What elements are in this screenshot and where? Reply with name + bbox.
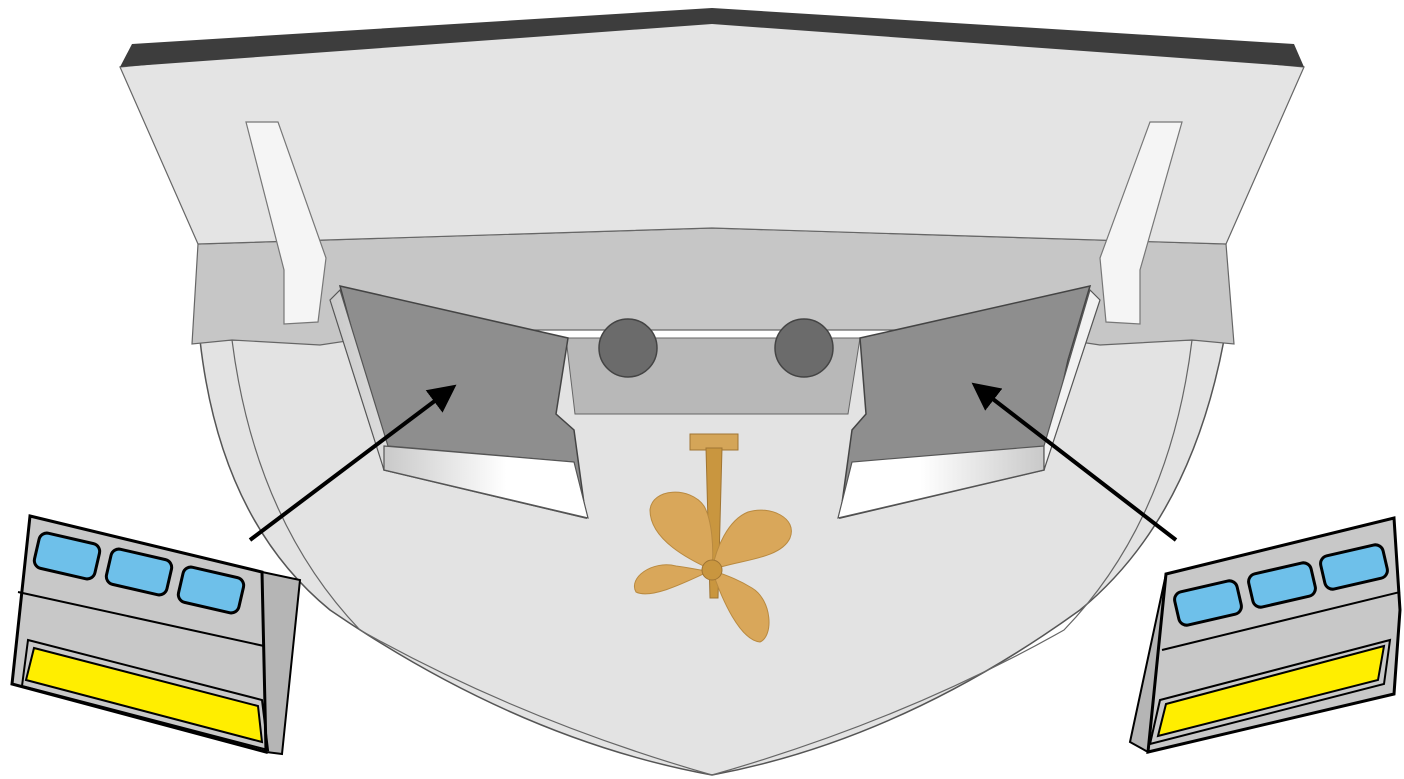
controller-right-button-2[interactable] [1247, 561, 1317, 609]
controller-right-button-1[interactable] [1173, 579, 1243, 627]
controller-left-screen [24, 646, 264, 744]
arrow-right [971, 382, 1178, 542]
controller-left-button-2[interactable] [104, 547, 174, 597]
controller-left-screen-frame [20, 638, 270, 752]
trim-tab-right-side [1043, 288, 1101, 471]
controller-right [1128, 516, 1402, 754]
controller-left-divider [17, 591, 265, 647]
controller-right-divider [1161, 591, 1401, 651]
exhaust-port-right [774, 318, 834, 378]
controller-left-side [260, 570, 302, 756]
exhaust-port-left [598, 318, 658, 378]
controller-left-button-1[interactable] [32, 531, 102, 581]
arrow-left [248, 384, 457, 542]
propeller-blade [711, 509, 792, 571]
controller-right-screen [1156, 644, 1386, 738]
controller-left [10, 514, 302, 756]
strut-right [1099, 121, 1183, 325]
propeller-blade [711, 569, 770, 643]
deck-edge [120, 8, 1304, 67]
hull-chine-right [711, 339, 1193, 776]
propeller-blade [633, 564, 713, 595]
controller-right-screen-frame [1148, 638, 1392, 746]
controller-left-button-3[interactable] [176, 565, 246, 615]
propeller-hub [701, 559, 723, 581]
hull-chine-left [231, 339, 713, 776]
propeller-blade [649, 491, 714, 571]
strut-left [245, 121, 327, 325]
propeller [633, 491, 792, 643]
trim-tab-left-plate [383, 445, 589, 519]
controller-right-button-3[interactable] [1319, 543, 1389, 591]
